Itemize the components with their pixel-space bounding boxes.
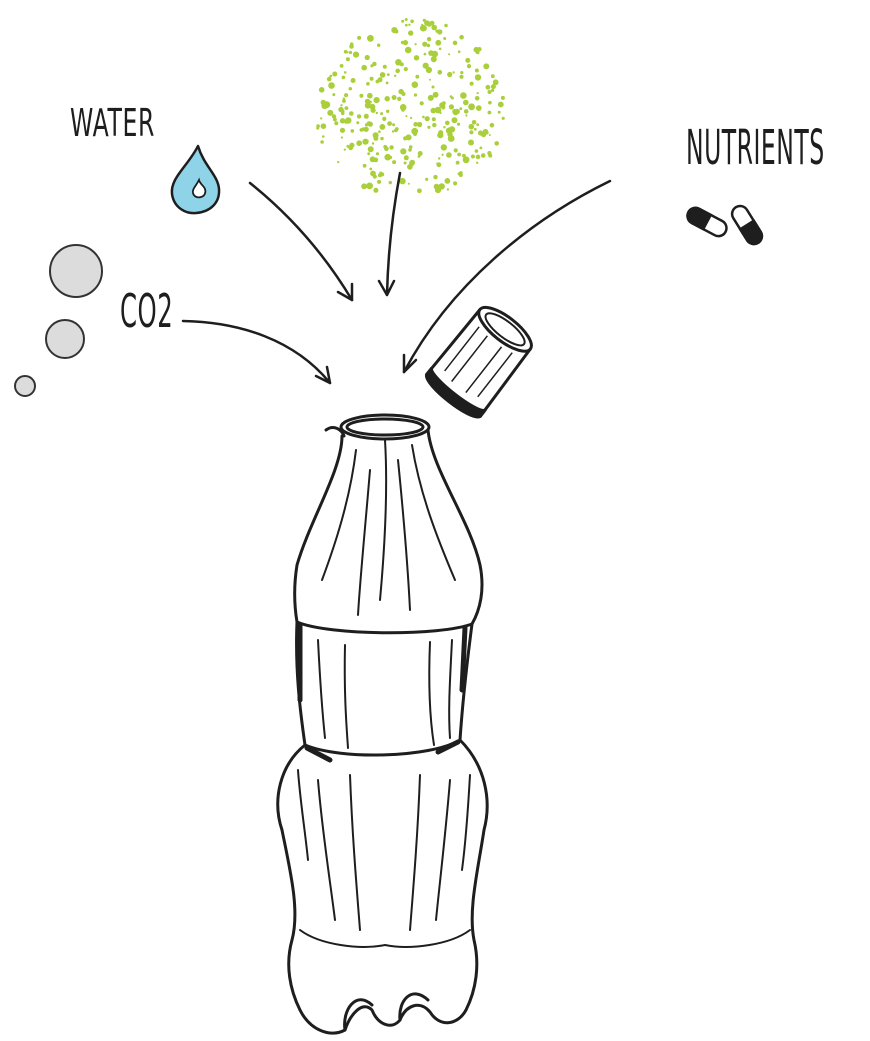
nutrients-label: NUTRIENTS <box>686 124 825 172</box>
water-drop-icon <box>172 146 219 213</box>
arrow-co2 <box>183 321 330 383</box>
arrow-spores <box>379 173 400 295</box>
water-label: WATER <box>70 104 155 142</box>
green-spores-icon <box>316 18 505 193</box>
co2-label: CO2 <box>120 288 173 334</box>
arrows <box>183 173 610 383</box>
plastic-bottle-icon <box>278 415 487 1033</box>
arrow-water <box>250 183 352 300</box>
co2-bubbles-icon <box>15 245 102 396</box>
capsule-pills-icon <box>685 203 765 247</box>
